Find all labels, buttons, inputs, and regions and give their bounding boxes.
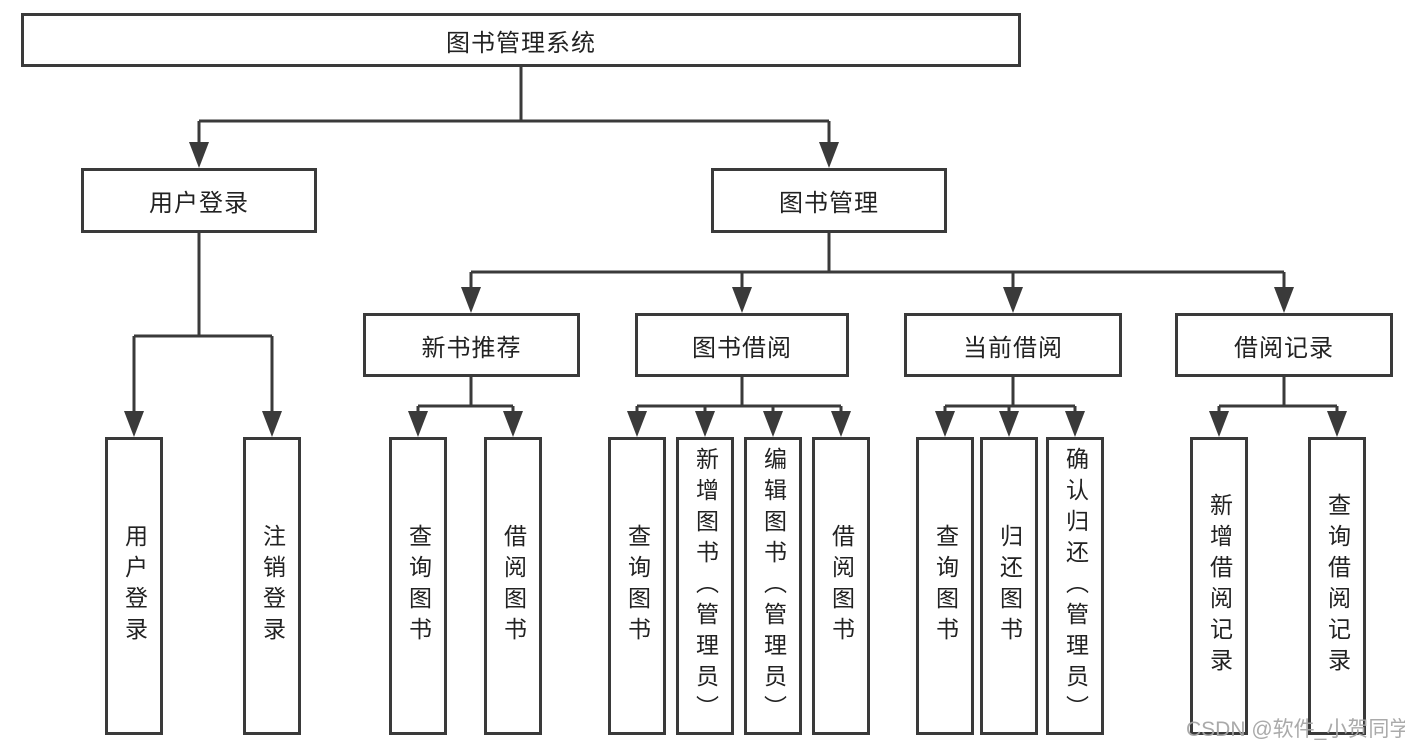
leaf-borrow-edit-book-label: 编辑图书（管理员） [760,446,787,726]
leaf-current-confirm-return: 确认归还（管理员） [1046,437,1104,735]
node-current-borrow: 当前借阅 [904,313,1122,377]
leaf-current-query-book-label: 查询图书 [932,524,959,648]
node-borrow-records: 借阅记录 [1175,313,1393,377]
leaf-records-add-record: 新增借阅记录 [1190,437,1248,735]
csdn-watermark: CSDN @软件_小贺同学 [1186,718,1405,741]
node-user-login-label: 用户登录 [149,190,249,217]
leaf-records-add-record-label: 新增借阅记录 [1206,493,1233,679]
leaf-borrow-query-book: 查询图书 [608,437,666,735]
leaf-borrow-query-book-label: 查询图书 [624,524,651,648]
leaf-user-login-label: 用户登录 [121,524,148,648]
leaf-borrow-add-book-label: 新增图书（管理员） [692,446,719,726]
node-new-book-recommend: 新书推荐 [363,313,580,377]
leaf-rec-borrow-book-label: 借阅图书 [500,524,527,648]
leaf-current-query-book: 查询图书 [916,437,974,735]
node-book-borrow: 图书借阅 [635,313,849,377]
leaf-borrow-borrow-book: 借阅图书 [812,437,870,735]
node-book-borrow-label: 图书借阅 [692,334,792,362]
leaf-records-query-record: 查询借阅记录 [1308,437,1366,735]
leaf-records-query-record-label: 查询借阅记录 [1324,493,1351,679]
leaf-borrow-edit-book: 编辑图书（管理员） [744,437,802,735]
node-book-management-label: 图书管理 [779,190,879,217]
leaf-rec-borrow-book: 借阅图书 [484,437,542,735]
leaf-current-return-book-label: 归还图书 [996,524,1023,648]
leaf-rec-query-book: 查询图书 [389,437,447,735]
leaf-borrow-borrow-book-label: 借阅图书 [828,524,855,648]
leaf-logout: 注销登录 [243,437,301,735]
node-borrow-records-label: 借阅记录 [1234,334,1334,362]
leaf-current-confirm-return-label: 确认归还（管理员） [1062,446,1089,726]
leaf-current-return-book: 归还图书 [980,437,1038,735]
node-root-label: 图书管理系统 [446,29,596,57]
node-root: 图书管理系统 [21,13,1021,67]
leaf-user-login: 用户登录 [105,437,163,735]
leaf-logout-label: 注销登录 [259,524,286,648]
leaf-borrow-add-book: 新增图书（管理员） [676,437,734,735]
node-current-borrow-label: 当前借阅 [963,334,1063,362]
node-user-login: 用户登录 [81,168,317,233]
node-new-book-recommend-label: 新书推荐 [421,334,522,362]
node-book-management: 图书管理 [711,168,947,233]
leaf-rec-query-book-label: 查询图书 [405,524,432,648]
